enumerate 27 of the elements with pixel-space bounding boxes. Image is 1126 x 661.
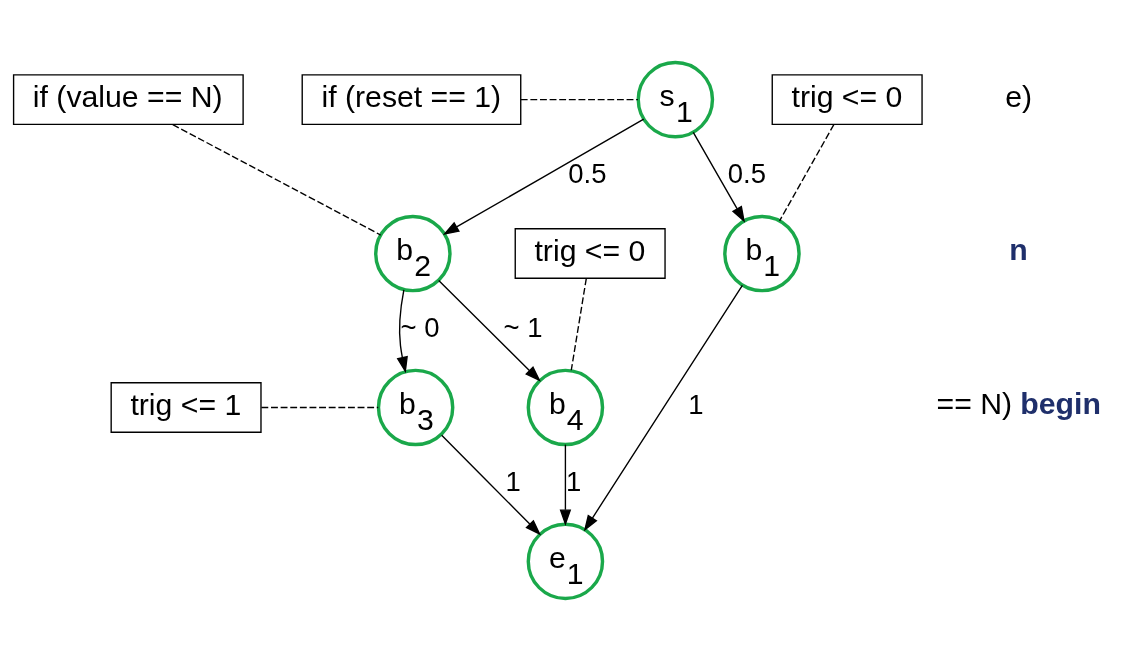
edge-label: ~ 0 <box>400 312 440 344</box>
edge-label: ~ 1 <box>503 312 543 344</box>
arrow <box>692 131 746 223</box>
edge-label: 0.5 <box>727 158 766 190</box>
arrow <box>396 289 408 374</box>
arrow <box>583 284 744 532</box>
label: == N) begin <box>936 386 1101 420</box>
node-box: trig <= 1 <box>110 382 262 433</box>
node-box: trig <= 0 <box>771 74 923 126</box>
arrow <box>559 444 572 526</box>
connector <box>520 98 639 101</box>
arrow <box>442 118 645 235</box>
node-box: if (value == N) <box>12 74 244 126</box>
connector <box>778 123 835 222</box>
connector <box>570 277 587 371</box>
node-box: if (reset == 1) <box>301 74 522 126</box>
node-box: trig <= 0 <box>514 228 666 279</box>
edge-label: 1 <box>566 466 582 498</box>
label: n <box>1009 232 1028 266</box>
edge-label: 1 <box>505 466 521 498</box>
edge-label: 0.5 <box>568 158 607 190</box>
arrow <box>438 279 541 382</box>
edge-label: 1 <box>688 389 704 421</box>
connector <box>172 123 382 236</box>
connector <box>260 406 379 409</box>
label: e) <box>1005 80 1033 114</box>
arrow <box>441 434 542 536</box>
